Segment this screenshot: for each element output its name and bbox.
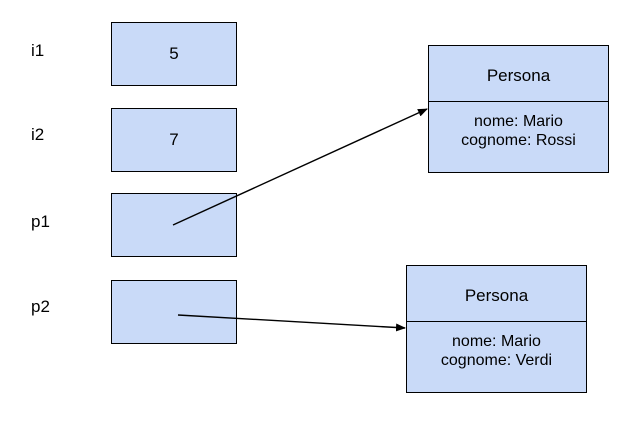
object-fields: nome: Mario cognome: Verdi (407, 322, 586, 370)
object-field-nome: nome: Mario (474, 113, 563, 130)
var-value-i1: 5 (169, 44, 179, 63)
object-fields: nome: Mario cognome: Rossi (429, 102, 608, 150)
var-cell-p2 (111, 280, 237, 344)
object-class-name: Persona (407, 266, 586, 322)
var-label-i1: i1 (31, 41, 45, 60)
var-cell-i1: 5 (111, 22, 237, 86)
object-field-cognome: cognome: Verdi (440, 352, 553, 369)
object-box-verdi: Persona nome: Mario cognome: Verdi (406, 265, 587, 393)
var-cell-i2: 7 (111, 108, 237, 172)
var-cell-p1 (111, 193, 237, 257)
object-box-rossi: Persona nome: Mario cognome: Rossi (428, 45, 609, 173)
var-label-p2: p2 (31, 297, 50, 316)
object-field-cognome: cognome: Rossi (461, 132, 576, 149)
var-label-i2: i2 (31, 125, 45, 144)
object-class-name: Persona (429, 46, 608, 102)
object-field-nome: nome: Mario (452, 333, 541, 350)
var-value-i2: 7 (169, 130, 179, 149)
var-label-p1: p1 (31, 212, 50, 231)
